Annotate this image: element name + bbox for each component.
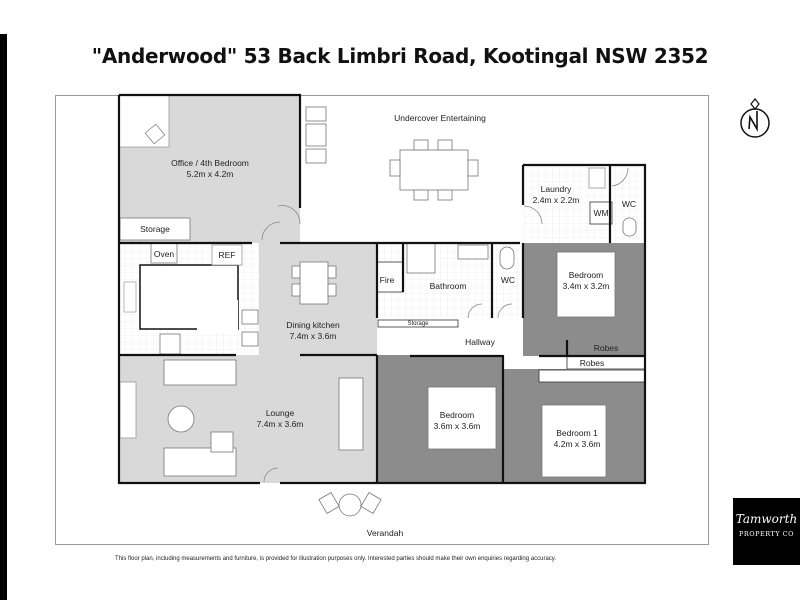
office-label: Office / 4th Bedroom 5.2m x 4.2m bbox=[160, 158, 260, 180]
bedroom-ne-room bbox=[523, 243, 646, 370]
bedroom-1-room bbox=[503, 369, 646, 483]
bedroom-ne-label: Bedroom 3.4m x 3.2m bbox=[557, 270, 615, 292]
laundry-label: Laundry 2.4m x 2.2m bbox=[526, 184, 586, 206]
hall-storage-label: Storage bbox=[407, 321, 429, 327]
bedroom-ne-name: Bedroom bbox=[568, 270, 604, 280]
laundry-name: Laundry bbox=[540, 184, 572, 194]
walls bbox=[117, 93, 647, 485]
plan-frame bbox=[55, 95, 709, 545]
hall-storage bbox=[377, 319, 459, 328]
logo-script: Tamworth bbox=[735, 512, 798, 526]
office-size: 5.2m x 4.2m bbox=[186, 169, 234, 179]
verandah-setting bbox=[318, 492, 382, 517]
ref-label: REF bbox=[218, 250, 236, 260]
dining-kitchen-name: Dining kitchen bbox=[286, 320, 340, 330]
outdoor-dining-set bbox=[305, 106, 479, 201]
wc-hall-label: WC bbox=[500, 275, 516, 285]
lounge-name: Lounge bbox=[265, 408, 295, 418]
bedroom-mid-size: 3.6m x 3.6m bbox=[433, 421, 481, 431]
wm-label: WM bbox=[593, 208, 609, 218]
lounge-room bbox=[119, 355, 377, 483]
logo-subtitle: PROPERTY CO bbox=[739, 530, 794, 538]
dining-area bbox=[259, 243, 377, 355]
office-name: Office / 4th Bedroom bbox=[171, 158, 249, 168]
bedroom-mid-room bbox=[377, 355, 503, 483]
page-title: "Anderwood" 53 Back Limbri Road, Kooting… bbox=[91, 44, 709, 68]
oven-label: Oven bbox=[153, 249, 175, 259]
north-compass-icon bbox=[737, 97, 773, 139]
agency-logo: Tamworth PROPERTY CO bbox=[733, 498, 800, 565]
disclaimer-text: This floor plan, including measurements … bbox=[115, 556, 557, 562]
laundry-size: 2.4m x 2.2m bbox=[532, 195, 580, 205]
bedroom-1-size: 4.2m x 3.6m bbox=[553, 439, 601, 449]
lounge-size: 7.4m x 3.6m bbox=[256, 419, 304, 429]
bedroom-ne-size: 3.4m x 3.2m bbox=[562, 281, 610, 291]
fire-label: Fire bbox=[379, 275, 395, 285]
hallway-label: Hallway bbox=[465, 337, 495, 347]
doors bbox=[261, 167, 629, 483]
bathroom-label: Bathroom bbox=[429, 281, 467, 291]
bedroom-mid-label: Bedroom 3.6m x 3.6m bbox=[428, 410, 486, 432]
bedroom-1-name: Bedroom 1 bbox=[556, 428, 598, 438]
wc-laundry-label: WC bbox=[621, 199, 637, 209]
left-edge-bar bbox=[0, 34, 7, 600]
laundry-area bbox=[524, 165, 645, 243]
bathroom-area bbox=[376, 242, 523, 318]
office-room bbox=[118, 94, 300, 243]
dining-kitchen-label: Dining kitchen 7.4m x 3.6m bbox=[268, 320, 358, 342]
robes-1-label: Robes bbox=[593, 343, 619, 353]
kitchen-area bbox=[119, 242, 259, 355]
verandah-label: Verandah bbox=[366, 528, 404, 538]
bedroom-mid-name: Bedroom bbox=[439, 410, 475, 420]
undercover-label: Undercover Entertaining bbox=[394, 113, 486, 123]
office-storage-label: Storage bbox=[140, 224, 170, 234]
bedroom-1-label: Bedroom 1 4.2m x 3.6m bbox=[545, 428, 609, 450]
robes-2-label: Robes bbox=[579, 358, 605, 368]
dining-kitchen-size: 7.4m x 3.6m bbox=[289, 331, 337, 341]
lounge-label: Lounge 7.4m x 3.6m bbox=[240, 408, 320, 430]
